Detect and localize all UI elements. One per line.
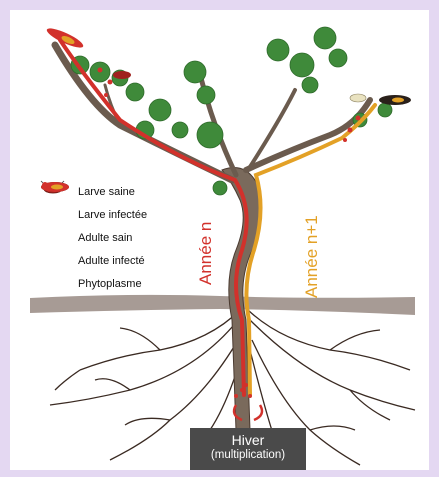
legend-item-healthy-adult: Adulte sain (40, 226, 200, 249)
phytoplasma-icon (40, 274, 70, 294)
legend-label: Adulte infecté (78, 255, 145, 267)
healthy-adult-on-branch-icon (379, 95, 411, 105)
winter-box: Hiver (multiplication) (190, 428, 306, 470)
infected-adult-icon (40, 251, 70, 271)
year-n-label: Année n (196, 222, 216, 285)
legend-item-infected-adult: Adulte infecté (40, 249, 200, 272)
legend: Larve saine Larve infectée Adulte sain A… (40, 180, 200, 295)
legend-item-infected-larva: Larve infectée (40, 203, 200, 226)
healthy-adult-icon (40, 228, 70, 248)
legend-label: Phytoplasme (78, 278, 142, 290)
cycle-arrow-right-icon (254, 405, 262, 420)
winter-title: Hiver (190, 432, 306, 448)
ground-strip (30, 295, 415, 315)
legend-item-phytoplasma: Phytoplasme (40, 272, 200, 295)
legend-label: Larve saine (78, 186, 135, 198)
diagram-frame: Larve saine Larve infectée Adulte sain A… (10, 10, 429, 470)
year-n1-label: Année n+1 (302, 215, 322, 298)
legend-label: Larve infectée (78, 209, 147, 221)
healthy-larva-on-branch-icon (350, 94, 366, 102)
infected-larva-on-branch-icon (113, 71, 131, 79)
winter-subtitle: (multiplication) (190, 449, 306, 461)
legend-label: Adulte sain (78, 232, 132, 244)
infected-larva-icon (40, 205, 70, 225)
